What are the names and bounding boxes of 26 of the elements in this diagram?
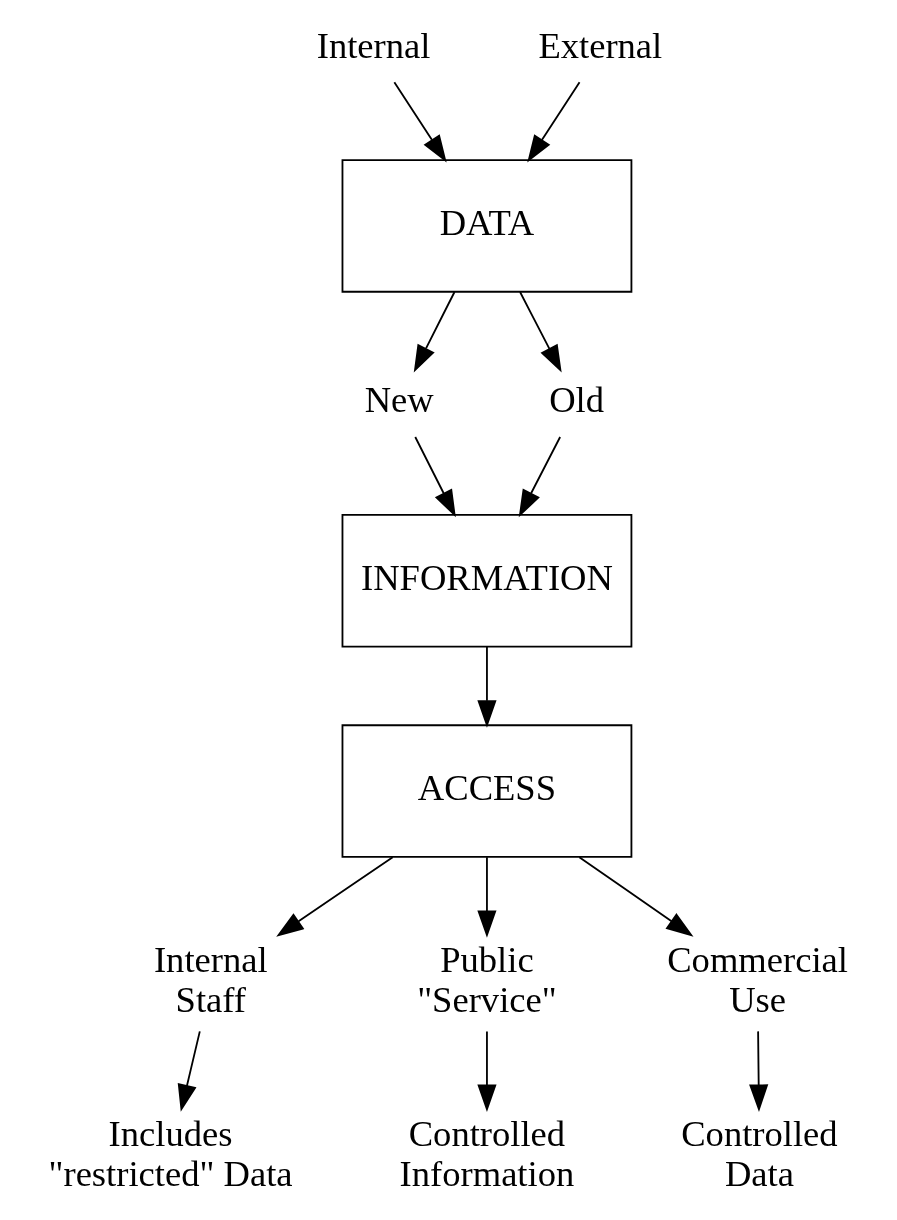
node-text: Controlled Information <box>399 1112 574 1195</box>
arrow <box>577 856 694 937</box>
node-box: INFORMATION <box>341 514 632 648</box>
node-box: ACCESS <box>341 724 632 858</box>
node-text: New <box>364 379 434 421</box>
arrow <box>413 291 455 373</box>
arrow <box>526 81 580 163</box>
node-text: External <box>537 24 662 66</box>
arrow <box>476 645 497 728</box>
node-text: Old <box>548 379 604 421</box>
arrow <box>476 1030 497 1112</box>
arrow <box>748 1030 768 1112</box>
arrow <box>392 81 447 163</box>
node-text: Includes "restricted" Data <box>48 1112 293 1195</box>
arrow <box>275 856 394 937</box>
node-text: Internal Staff <box>153 939 268 1021</box>
node-text: Controlled Data <box>680 1112 838 1195</box>
node-text: Public "Service" <box>416 939 557 1021</box>
arrow <box>177 1030 201 1112</box>
node-box: DATA <box>341 159 632 293</box>
node-text: Commercial Use <box>666 939 848 1021</box>
arrow <box>518 436 561 518</box>
arrow <box>518 291 562 373</box>
node-text: Internal <box>316 24 430 66</box>
arrow <box>413 436 456 518</box>
arrow <box>476 856 497 938</box>
